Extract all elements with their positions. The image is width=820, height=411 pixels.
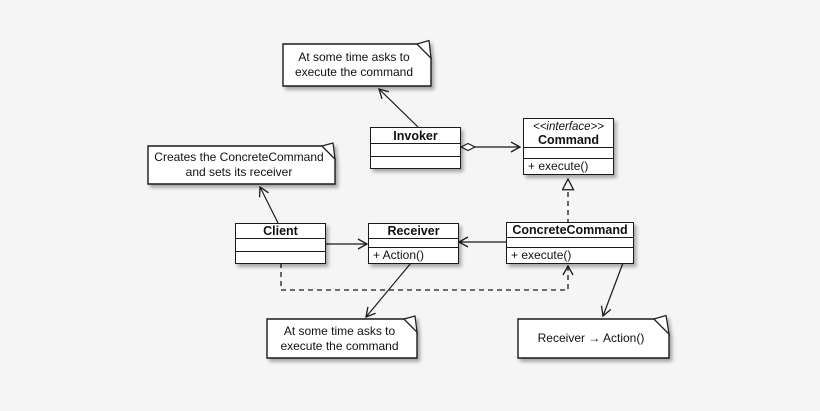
class-client: Client [235, 223, 326, 264]
edge-note-client [260, 187, 279, 224]
class-invoker: Invoker [370, 127, 461, 169]
class-concrete-command-operation: + execute() [507, 247, 633, 263]
note-concrete-command-line1: Receiver → Action() [537, 331, 645, 345]
edge-note-concretecommand [603, 262, 624, 316]
note-invoker-line1: At some time asks to [298, 50, 410, 64]
class-command: <<interface>> Command + execute() [523, 118, 614, 175]
note-concrete-command: Receiver → Action() [518, 331, 664, 346]
note-shape-client-note [147, 142, 336, 185]
edge-dependency-client-concretecommand [280, 263, 568, 291]
note-invoker: At some time asks to execute the command [283, 50, 425, 80]
note-receiver-line2: execute the command [280, 339, 399, 353]
class-receiver-attributes [369, 238, 458, 247]
class-receiver: Receiver + Action() [368, 223, 459, 264]
class-concrete-command-name: ConcreteCommand [512, 223, 628, 237]
class-receiver-name: Receiver [387, 224, 440, 238]
note-receiver-line1: At some time asks to [283, 324, 396, 338]
class-concrete-command-attributes [507, 237, 633, 247]
note-client: Creates the ConcreteCommand and sets its… [148, 150, 330, 180]
edge-note-invoker [379, 89, 419, 128]
note-invoker-line2: execute the command [294, 65, 414, 79]
class-invoker-attributes [371, 143, 460, 156]
class-client-attributes [236, 238, 325, 251]
class-command-name: Command [537, 133, 600, 147]
note-shape-concrete-command-note [517, 314, 670, 359]
class-command-operation: + execute() [524, 158, 613, 174]
class-command-header: <<interface>> Command [524, 119, 613, 147]
class-command-attributes [524, 147, 613, 158]
class-command-stereotype: <<interface>> [533, 121, 604, 133]
class-receiver-operation: + Action() [369, 247, 458, 263]
class-client-operations [236, 250, 325, 264]
class-invoker-name: Invoker [393, 129, 438, 143]
note-client-line2: and sets its receiver [185, 165, 293, 179]
note-receiver: At some time asks to execute the command [267, 324, 412, 354]
note-client-line1: Creates the ConcreteCommand [154, 150, 324, 164]
class-concrete-command: ConcreteCommand + execute() [506, 222, 634, 264]
class-client-name: Client [263, 224, 298, 238]
note-shape-receiver-note [266, 315, 418, 359]
note-shape-invoker-note [282, 39, 432, 87]
edge-note-receiver [366, 262, 412, 317]
class-invoker-operations [371, 155, 460, 169]
